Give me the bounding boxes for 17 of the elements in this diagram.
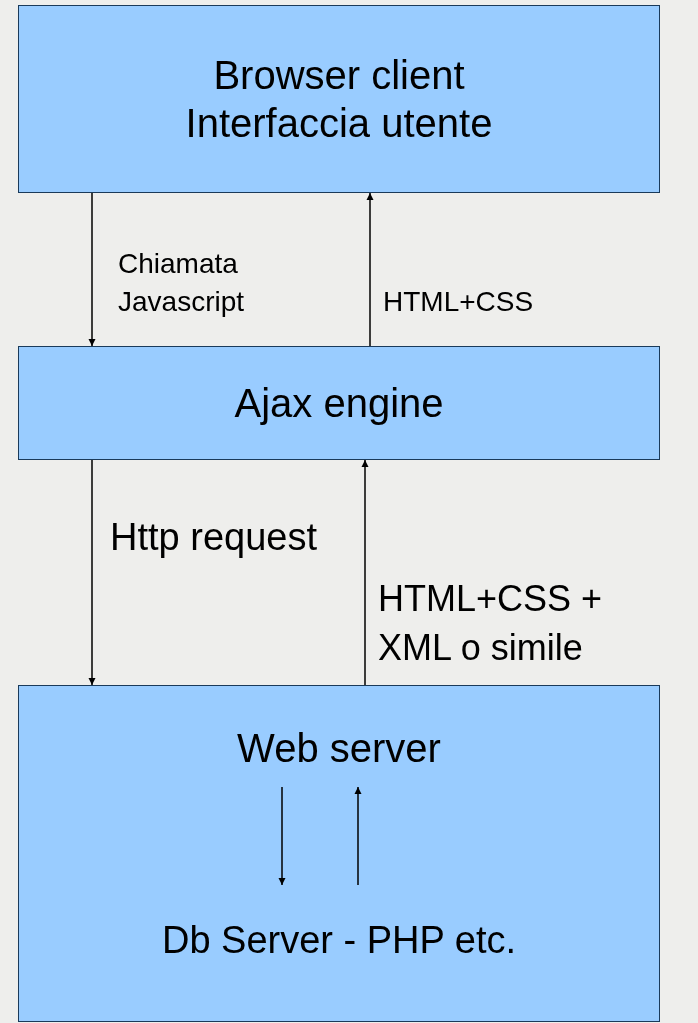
- arrow: [361, 459, 369, 686]
- arrow: [278, 786, 286, 886]
- edge-label: HTML+CSS + XML o simile: [378, 577, 604, 670]
- arrow: [354, 786, 362, 886]
- arrow: [366, 192, 374, 347]
- process-box: [18, 5, 660, 193]
- edge-label: HTML+CSS: [383, 285, 535, 319]
- box-text: Ajax engine: [234, 380, 444, 427]
- node-text: Db Server - PHP etc.: [161, 918, 517, 964]
- arrow: [88, 459, 96, 686]
- arrow: [88, 192, 96, 347]
- box-text: Browser client Interfaccia utente: [184, 52, 494, 147]
- edge-label: Chiamata Javascript: [118, 247, 246, 319]
- node-text: Web server: [237, 725, 441, 772]
- process-box: [18, 346, 660, 460]
- edge-label: Http request: [110, 515, 318, 560]
- process-box: [18, 685, 660, 1022]
